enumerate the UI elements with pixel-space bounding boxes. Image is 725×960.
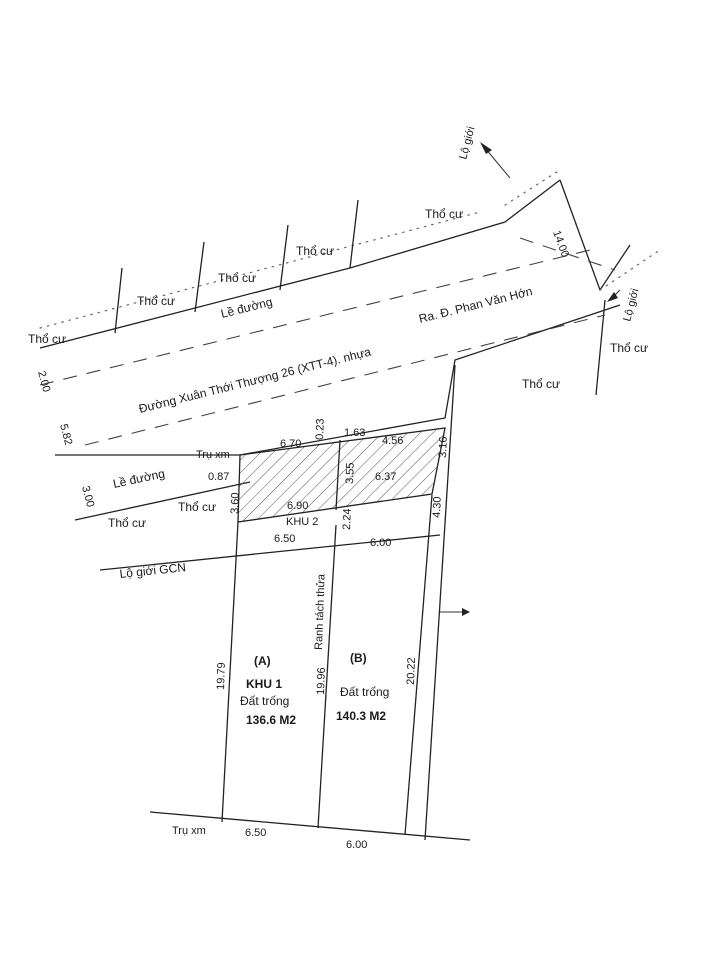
- road-width: 14.00: [550, 229, 571, 259]
- dim-0-87: 0.87: [208, 471, 229, 483]
- thocu-label: Thổ cư: [610, 341, 648, 355]
- offset-b: 5.82: [57, 423, 74, 447]
- dim-6-00: 6.00: [370, 537, 391, 549]
- khu2-strip: [237, 427, 446, 523]
- bottom-width-a: 6.50: [245, 827, 266, 839]
- tru-xm-label: Trụ xm: [196, 449, 230, 461]
- arrows: [440, 142, 621, 616]
- offset-c: 3.00: [79, 485, 96, 509]
- le-duong-label: Lề đường: [112, 466, 166, 491]
- lo-gioi-label: Lộ giới: [621, 287, 641, 322]
- thocu-label: Thổ cư: [218, 271, 256, 285]
- upper-road-boundary: [39, 169, 561, 349]
- dim-4-56: 4.56: [382, 435, 403, 447]
- lo-gioi-label: Lộ giới: [457, 125, 477, 160]
- thocu-label: Thổ cư: [137, 294, 175, 308]
- lot-b-depth: 20.22: [405, 657, 418, 685]
- lot-a-mark: (A): [254, 654, 271, 668]
- exit-road-label: Ra. Đ. Phan Văn Hớn: [417, 284, 534, 326]
- dim-2-24: 2.24: [341, 508, 354, 530]
- le-duong-label: Lề đường: [219, 295, 273, 321]
- bottom-width-b: 6.00: [346, 839, 367, 851]
- dim-4-30: 4.30: [431, 496, 444, 518]
- road-lines: [39, 249, 621, 571]
- lot-b-mark: (B): [350, 651, 367, 665]
- ranh-tach-thua-label: Ranh tách thửa: [313, 573, 328, 650]
- bottom-tru-xm: Trụ xm: [172, 825, 206, 837]
- thocu-label: Thổ cư: [108, 516, 146, 530]
- road-name: Đường Xuân Thới Thượng 26 (XTT-4). nhựa: [137, 344, 372, 415]
- lot-a-type: Đất trống: [240, 694, 289, 708]
- lot-a-depth: 19.79: [215, 662, 228, 690]
- dim-6-90: 6.90: [287, 500, 308, 512]
- branch-road: [519, 179, 661, 396]
- divider-depth: 19.96: [315, 667, 328, 695]
- dim-3-55: 3.55: [344, 462, 357, 484]
- lots: [149, 364, 471, 841]
- dim-1-63: 1.63: [344, 427, 365, 439]
- dim-6-37: 6.37: [375, 471, 396, 483]
- thocu-label: Thổ cư: [425, 207, 463, 221]
- dim-0-23: 0.23: [314, 418, 327, 440]
- lot-a-area: 136.6 M2: [246, 713, 296, 727]
- lo-gioi-gcn-label: Lộ giới GCN: [119, 560, 187, 581]
- lot-b-type: Đất trống: [340, 685, 389, 699]
- thocu-label: Thổ cư: [522, 377, 560, 391]
- offset-a: 2.00: [35, 370, 52, 394]
- khu2-label: KHU 2: [286, 516, 318, 528]
- dim-3-60: 3.60: [229, 492, 242, 514]
- thocu-label: Thổ cư: [178, 500, 216, 514]
- thocu-label: Thổ cư: [296, 244, 334, 258]
- dim-6-50: 6.50: [274, 533, 295, 545]
- dim-3-16: 3.16: [437, 436, 450, 458]
- khu2-divider: [335, 439, 341, 511]
- thocu-label: Thổ cư: [28, 332, 66, 346]
- dim-6-70: 6.70: [280, 438, 301, 450]
- lot-b-area: 140.3 M2: [336, 709, 386, 723]
- lot-a-zone: KHU 1: [246, 677, 282, 691]
